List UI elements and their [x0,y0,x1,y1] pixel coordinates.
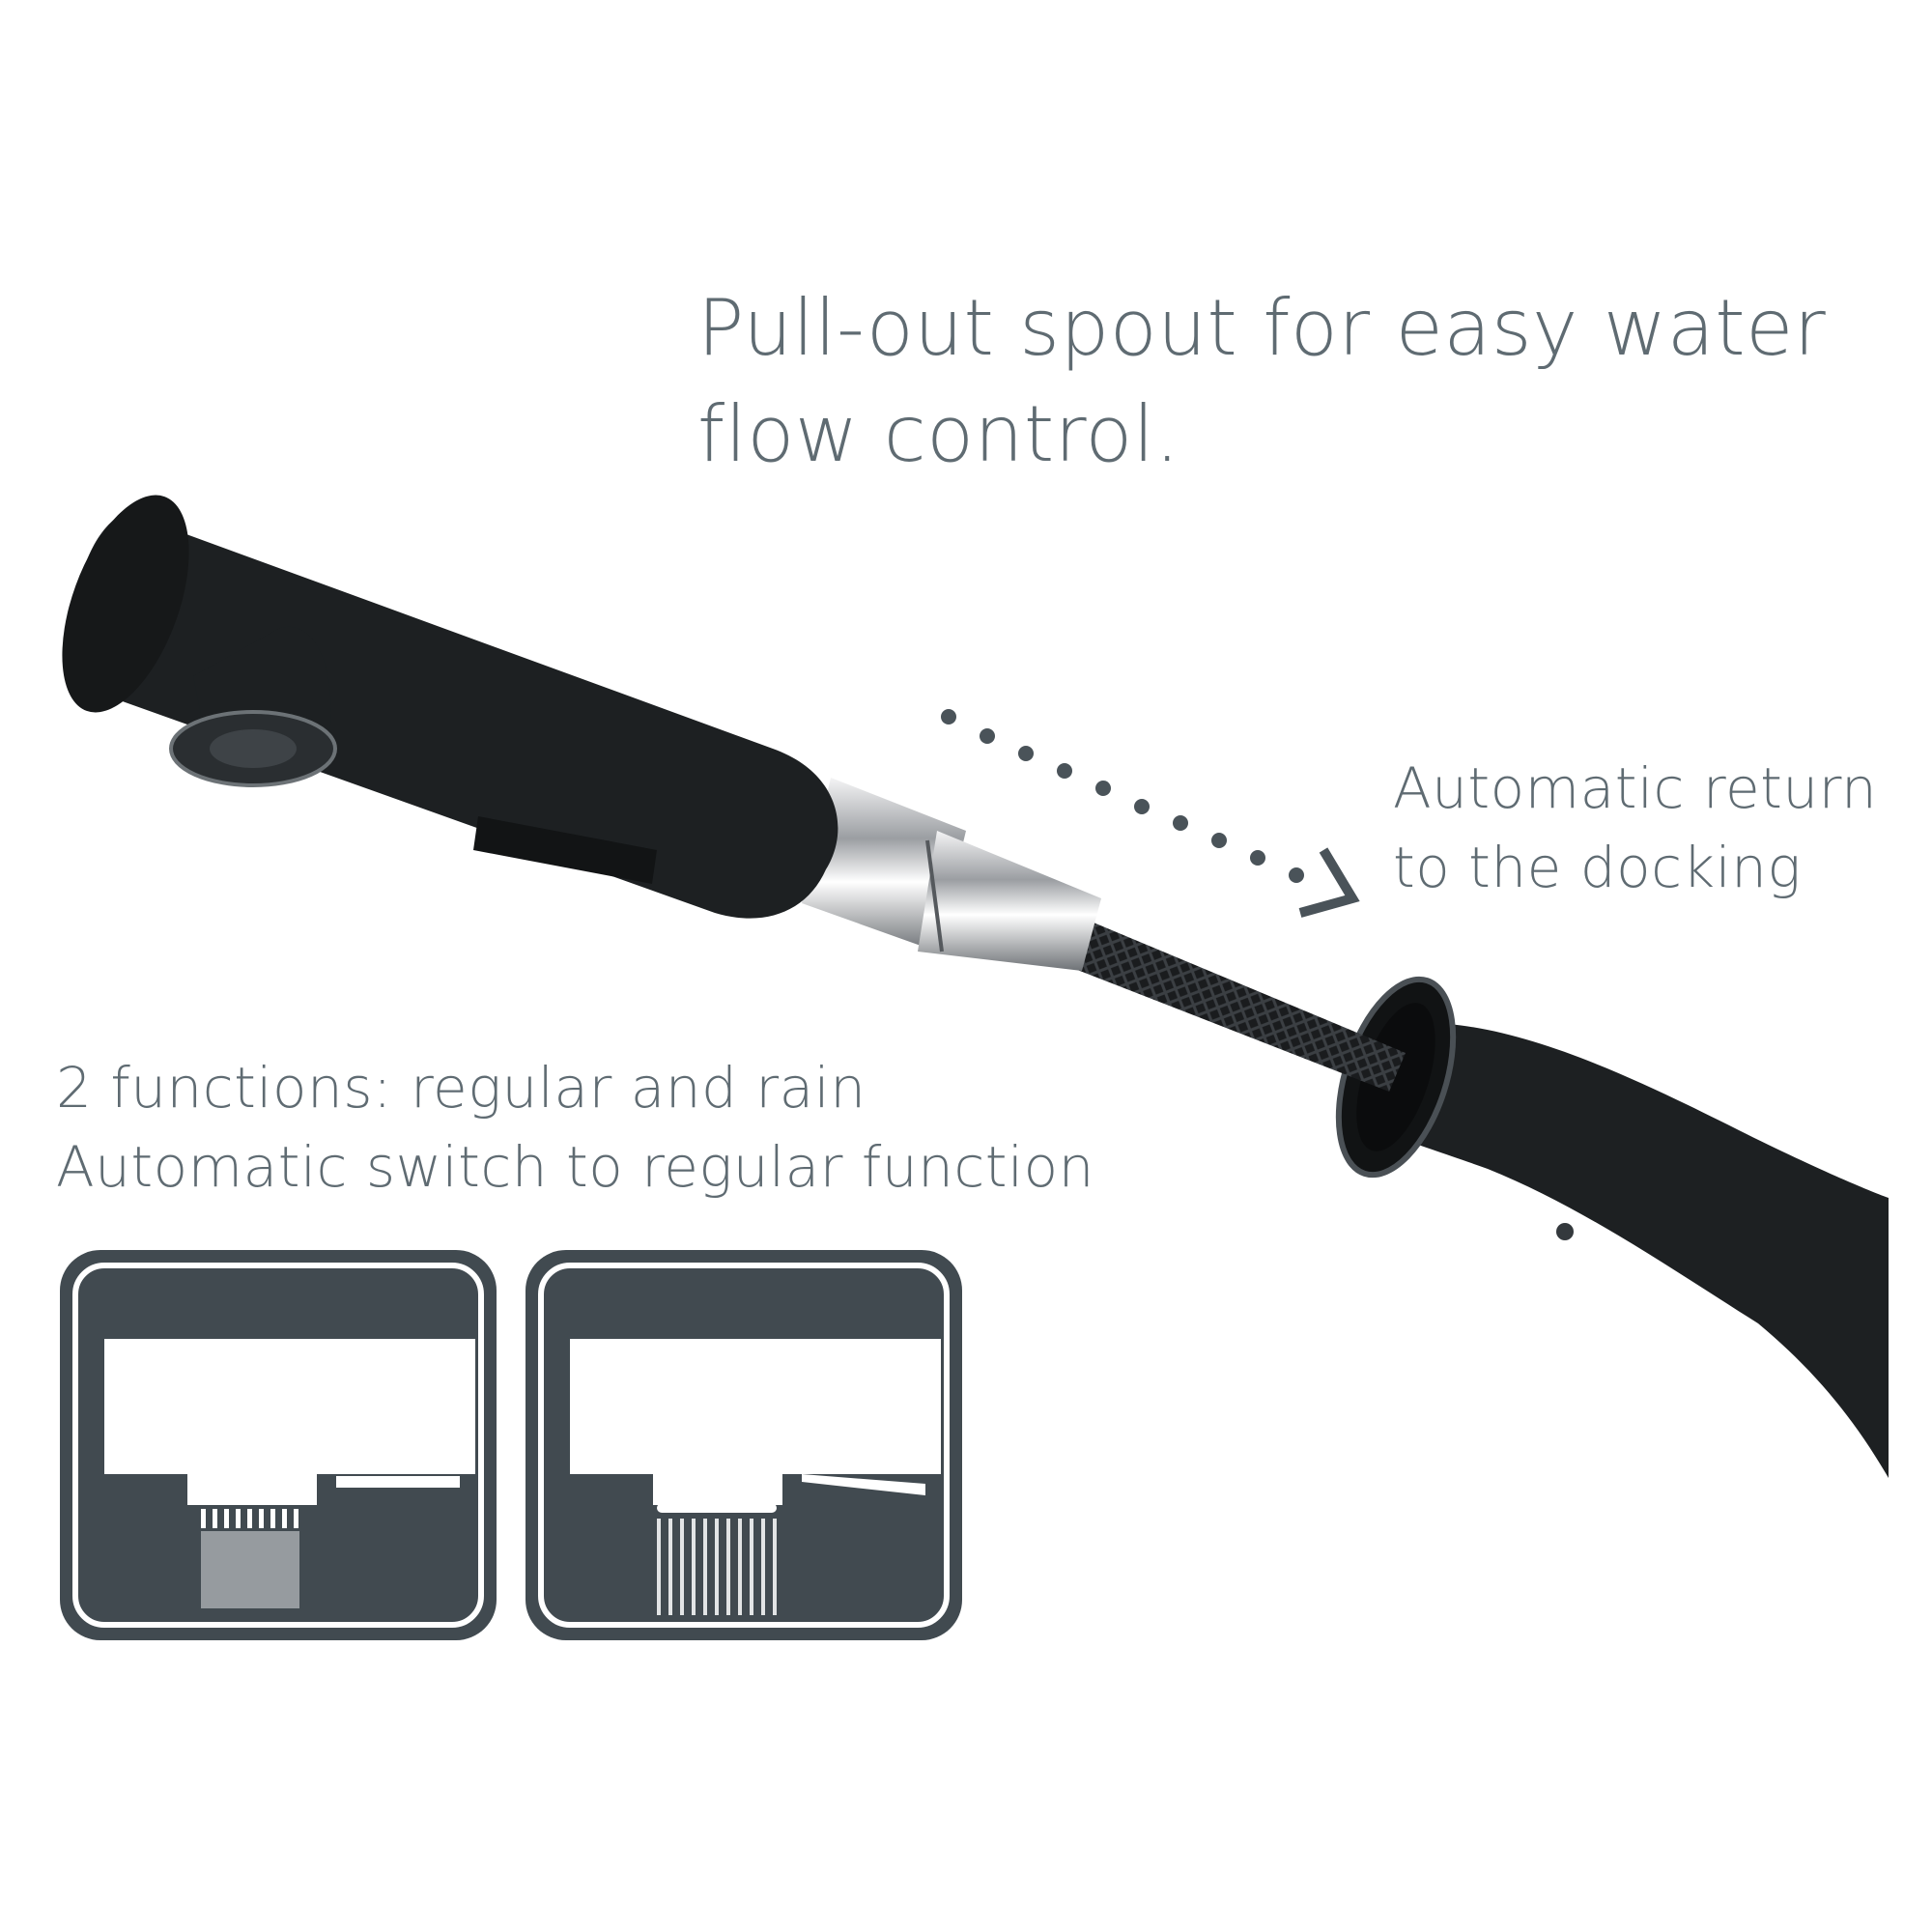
regular-spray-icon [60,1250,497,1640]
rain-spray-icon [526,1250,962,1640]
return-note-line-2: to the docking [1393,835,1802,900]
headline-line-1: Pull-out spout for easy water [697,283,1827,373]
return-note: Automatic return to the docking [1393,749,1877,907]
return-note-line-1: Automatic return [1393,755,1878,821]
base-screw [1556,1223,1574,1240]
functions-note-line-1: 2 functions: regular and rain [56,1055,867,1121]
functions-note: 2 functions: regular and rain Automatic … [56,1048,1094,1207]
braided-hose [1067,918,1406,1092]
headline-line-2: flow control. [697,389,1180,479]
functions-note-line-2: Automatic switch to regular function [56,1134,1094,1200]
spray-head-end-cap [62,495,189,713]
headline: Pull-out spout for easy water flow contr… [697,275,1826,488]
spray-head [62,495,838,919]
arrow-head-icon [1298,847,1360,918]
toggle-button [473,816,657,884]
docking-base [1335,976,1889,1478]
return-arrow [941,709,1360,918]
chrome-connector [802,778,1101,971]
